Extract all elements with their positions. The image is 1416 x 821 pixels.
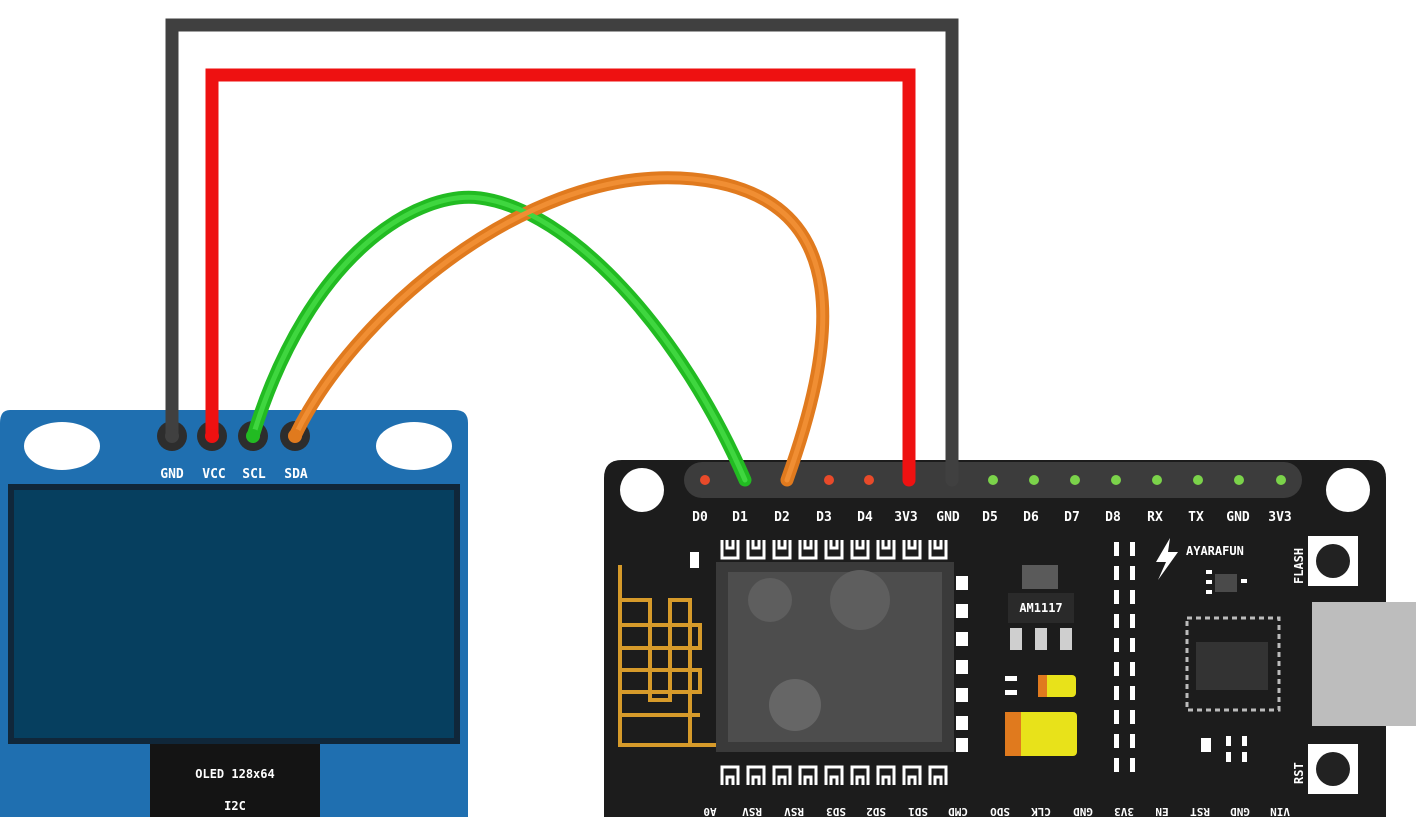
oled-ribbon: [150, 744, 320, 817]
top-pin-label: D4: [857, 510, 873, 525]
bottom-pin-label: EN: [1155, 805, 1168, 817]
regulator-leg: [1060, 628, 1072, 650]
top-pin-label: RX: [1147, 510, 1163, 525]
regulator-body: [1008, 593, 1074, 623]
oled-pin-label: GND: [160, 467, 184, 482]
pin-d5: [988, 475, 998, 485]
bottom-pin-label: RSV: [742, 805, 762, 817]
usb-uart-chip: [1185, 616, 1281, 712]
top-pin-label: GND: [1226, 510, 1250, 525]
wires: [165, 18, 959, 487]
antenna-led: [690, 552, 699, 568]
nodemcu-mount-hole-left: [620, 468, 664, 512]
esp-shield-blur: [748, 578, 792, 622]
oled-module: GND VCC SCL SDA OLED 128x64 I2C: [0, 410, 468, 817]
esp-bottom-pads: [720, 765, 948, 785]
reset-button[interactable]: [1308, 744, 1358, 794]
oled-interface-label: I2C: [224, 799, 246, 813]
reset-button-label: RST: [1292, 762, 1306, 784]
oled-screen: [14, 490, 454, 738]
brand-label: AYARAFUN: [1186, 544, 1244, 558]
oled-mount-hole-right: [376, 422, 452, 470]
top-pin-label: 3V3: [894, 510, 917, 525]
esp-top-pads: [720, 540, 948, 560]
nodemcu-mount-hole-right: [1326, 468, 1370, 512]
small-capacitor: [1005, 675, 1076, 697]
bottom-pin-label: 3V3: [1114, 805, 1134, 817]
top-pin-label: 3V3: [1268, 510, 1291, 525]
flash-button[interactable]: [1308, 536, 1358, 586]
status-led: [1201, 738, 1211, 752]
wire-end-scl: [246, 429, 260, 443]
top-pin-label: D3: [816, 510, 832, 525]
pin-3v3-2: [1276, 475, 1286, 485]
flash-button-label: FLASH: [1292, 548, 1306, 584]
top-pin-label: D7: [1064, 510, 1080, 525]
esp-shield-blur: [830, 570, 890, 630]
wire-sda-highlight: [292, 175, 826, 483]
pin-d3: [824, 475, 834, 485]
nodemcu-top-pin-labels: D0 D1 D2 D3 D4 3V3 GND D5 D6 D7 D8 RX TX…: [692, 510, 1292, 525]
wifi-antenna-trace-2: [620, 623, 702, 717]
top-pin-label: D6: [1023, 510, 1039, 525]
oled-model-label: OLED 128x64: [195, 767, 274, 781]
bottom-pin-label: RSV: [784, 805, 804, 817]
oled-pin-label: VCC: [202, 467, 225, 482]
wire-scl-highlight: [250, 194, 748, 483]
wire-end-vcc: [205, 429, 219, 443]
top-pin-label: D5: [982, 510, 998, 525]
top-pin-label: D2: [774, 510, 790, 525]
esp-module: [716, 540, 968, 785]
pin-d6: [1029, 475, 1039, 485]
bottom-pin-label: VIN: [1270, 805, 1290, 817]
bottom-pin-label: CMD: [948, 805, 968, 817]
top-pin-label: TX: [1188, 510, 1204, 525]
oled-pin-label: SCL: [242, 467, 266, 482]
pin-tx: [1193, 475, 1203, 485]
transistor: [1206, 570, 1247, 594]
top-pin-label: GND: [936, 510, 960, 525]
pin-d0: [700, 475, 710, 485]
nodemcu-board: D0 D1 D2 D3 D4 3V3 GND D5 D6 D7 D8 RX TX…: [604, 460, 1416, 818]
oled-mount-hole-left: [24, 422, 100, 470]
bottom-pin-label: SDO: [990, 805, 1010, 817]
top-pin-label: D1: [732, 510, 748, 525]
pin-d7: [1070, 475, 1080, 485]
regulator-leg: [1035, 628, 1047, 650]
pin-d8: [1111, 475, 1121, 485]
bottom-pin-label: GND: [1230, 805, 1250, 817]
bottom-pin-label: RST: [1190, 805, 1210, 817]
wire-vcc: [205, 68, 916, 487]
pin-gnd-2: [1234, 475, 1244, 485]
tantalum-capacitor: [1005, 712, 1077, 756]
voltage-regulator: AM1117: [1008, 565, 1074, 650]
bottom-pin-label: SD2: [866, 805, 886, 817]
usb-port: [1312, 602, 1416, 726]
esp-shield-blur: [769, 679, 821, 731]
bottom-pin-label: SD1: [908, 805, 928, 817]
bottom-pin-label: GND: [1073, 805, 1093, 817]
top-pin-label: D8: [1105, 510, 1121, 525]
regulator-label: AM1117: [1019, 601, 1062, 615]
nodemcu-bottom-pin-labels: A0 RSV RSV SD3 SD2 SD1 CMD SDO CLK GND 3…: [703, 805, 1290, 818]
pin-d4: [864, 475, 874, 485]
oled-pin-label: SDA: [284, 467, 308, 482]
wire-end-gnd: [165, 429, 179, 443]
wire-gnd: [165, 18, 959, 487]
bottom-pin-label: CLK: [1031, 805, 1051, 817]
regulator-leg: [1010, 628, 1022, 650]
smd-pads: [1226, 736, 1247, 762]
bottom-pin-label: A0: [703, 805, 716, 817]
lightning-bolt-icon: [1156, 538, 1178, 580]
bottom-pin-label: SD3: [826, 805, 846, 817]
regulator-tab: [1022, 565, 1058, 589]
pin-rx: [1152, 475, 1162, 485]
top-pin-label: D0: [692, 510, 708, 525]
resistor-array: [1114, 542, 1135, 772]
esp-side-pads: [956, 576, 968, 752]
wire-end-sda: [288, 429, 302, 443]
